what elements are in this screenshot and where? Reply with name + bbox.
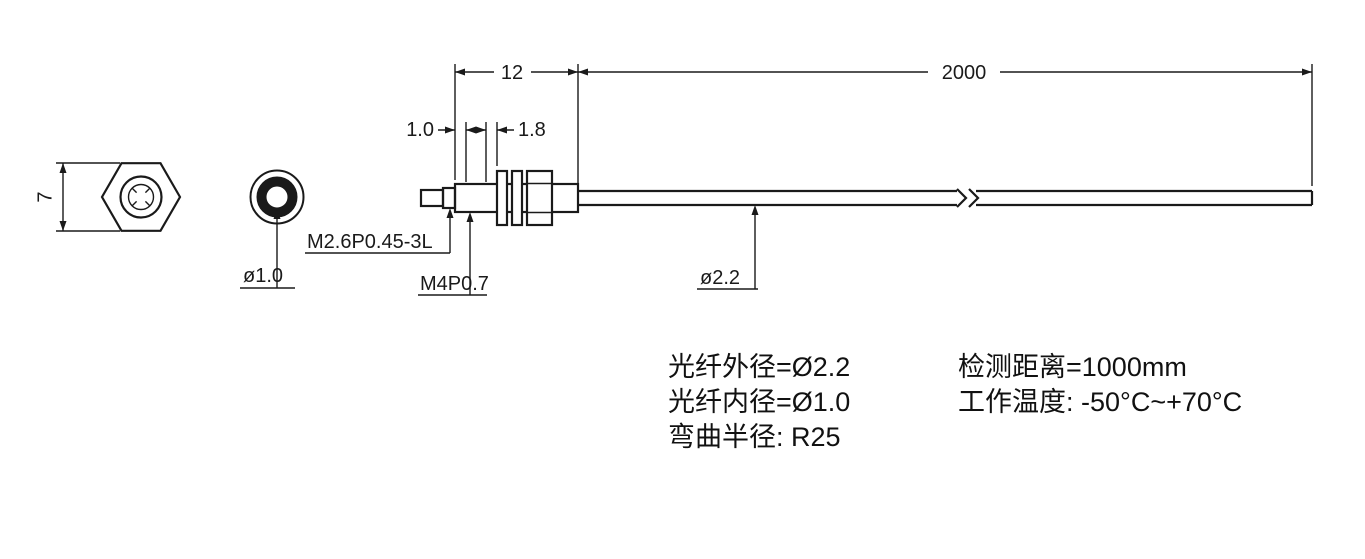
break-symbol [956,188,968,208]
spec-operating-temperature: 工作温度: -50°C~+70°C [958,387,1243,417]
sheath-ring [256,176,298,218]
tip-thread-label: M2.6P0.45-3L [307,231,433,253]
leader-cable-dia: ø2.2 [697,205,759,290]
fiber-end-view: ø1.0 [240,169,305,289]
sensor-side-view [419,169,1314,227]
spec-fiber-outer-dia: 光纤外径=Ø2.2 [668,352,851,382]
thread-outer-circle [119,175,163,219]
thread-notch [131,187,138,194]
dimension-across-flats: 7 [34,162,120,232]
dimension-head-length: 12 2000 [454,62,1313,186]
thread-notch [131,200,138,207]
spec-bend-radius: 弯曲半径: R25 [668,422,841,452]
hex-nut-side [525,169,554,227]
dim-1-8-label: 1.8 [518,119,546,141]
spec-sensing-distance: 检测距离=1000mm [958,352,1187,382]
leader-body-thread: M4P0.7 [418,212,489,296]
dimension-collar-and-nut: 1.0 1.8 [406,119,546,182]
leader-core-dia: ø1.0 [240,209,295,289]
thread-notch [144,187,151,194]
body-thread-label: M4P0.7 [420,273,489,295]
dim-12-label: 12 [501,62,523,84]
core-dia-label: ø1.0 [243,265,283,287]
washer-2 [510,169,524,227]
washer-1 [495,169,509,227]
break-symbol [968,188,980,208]
thread-inner-circle [127,183,155,211]
dim-1-0-label: 1.0 [406,119,434,141]
leader-tip-thread: M2.6P0.45-3L [305,208,454,254]
tip-collar [441,186,457,210]
spec-column-right: 检测距离=1000mm 工作温度: -50°C~+70°C [958,350,1242,420]
thread-notch [144,200,151,207]
spec-column-left: 光纤外径=Ø2.2 光纤内径=Ø1.0 弯曲半径: R25 [668,350,850,455]
hex-outline [100,162,182,232]
spec-fiber-inner-dia: 光纤内径=Ø1.0 [668,387,851,417]
hex-nut-front-view: 7 [34,162,182,232]
dim-7-label: 7 [34,191,56,202]
dim-2000-label: 2000 [942,62,987,84]
tip-front [419,188,445,208]
cable-dia-label: ø2.2 [700,267,740,289]
